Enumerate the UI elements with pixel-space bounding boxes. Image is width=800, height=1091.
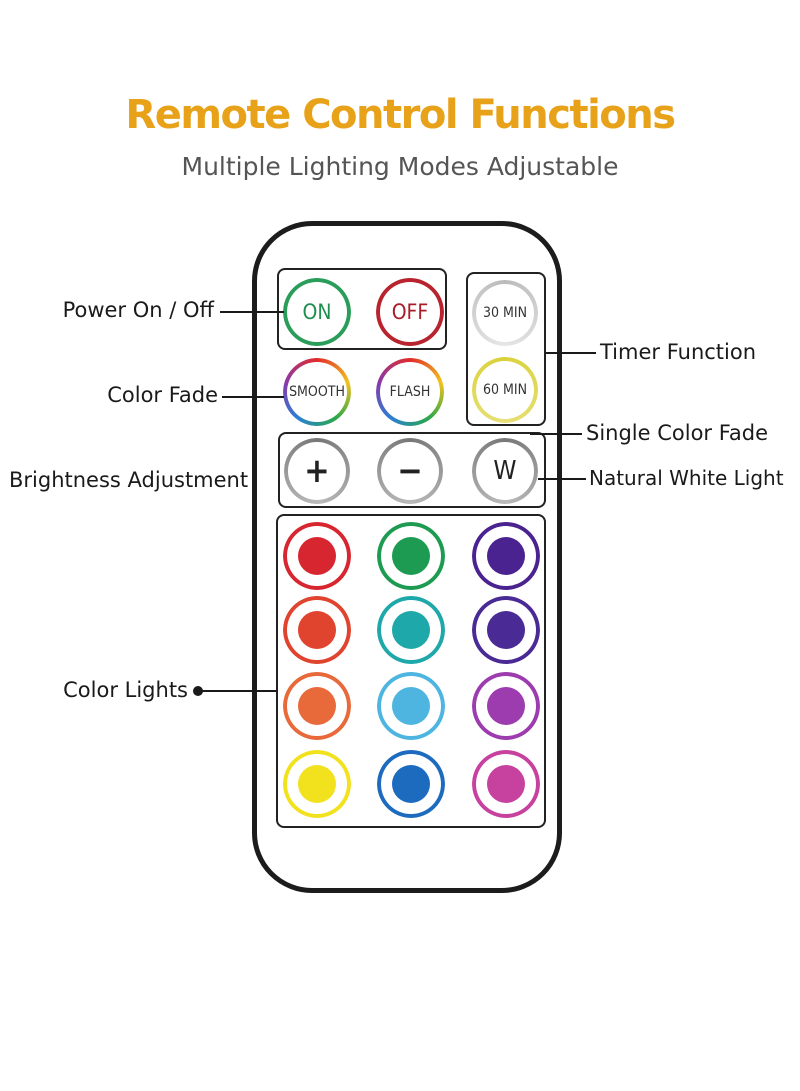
callout-fade: Color Fade bbox=[107, 383, 218, 407]
off-button[interactable]: OFF bbox=[376, 278, 444, 346]
color-swatch bbox=[392, 611, 430, 649]
color-light-button[interactable] bbox=[472, 596, 540, 664]
color-light-button[interactable] bbox=[472, 522, 540, 590]
timer-30-button[interactable]: 30 MIN bbox=[472, 280, 538, 346]
color-swatch bbox=[487, 611, 525, 649]
remote-body bbox=[252, 221, 562, 893]
color-light-button[interactable] bbox=[283, 750, 351, 818]
callout-color-lights-bullet bbox=[193, 686, 203, 696]
callout-fade-line bbox=[222, 396, 284, 398]
color-light-button[interactable] bbox=[377, 596, 445, 664]
color-swatch bbox=[298, 687, 336, 725]
callout-single-fade: Single Color Fade bbox=[586, 421, 769, 445]
on-button[interactable]: ON bbox=[283, 278, 351, 346]
color-light-button[interactable] bbox=[472, 750, 540, 818]
off-label: OFF bbox=[391, 300, 429, 324]
callout-power-line bbox=[220, 311, 284, 313]
color-light-button[interactable] bbox=[377, 672, 445, 740]
color-light-button[interactable] bbox=[472, 672, 540, 740]
color-swatch bbox=[487, 537, 525, 575]
timer-60-label: 60 MIN bbox=[482, 382, 528, 398]
page-title: Remote Control Functions bbox=[125, 92, 676, 138]
flash-button[interactable]: FLASH bbox=[376, 358, 444, 426]
brightness-group bbox=[278, 432, 546, 508]
color-swatch bbox=[392, 765, 430, 803]
color-light-button[interactable] bbox=[283, 672, 351, 740]
color-swatch bbox=[487, 687, 525, 725]
color-swatch bbox=[392, 687, 430, 725]
smooth-label: SMOOTH bbox=[289, 384, 345, 400]
timer-group bbox=[466, 272, 546, 426]
color-lights-group bbox=[276, 514, 546, 828]
callout-natural-white: Natural White Light bbox=[589, 466, 784, 490]
color-light-button[interactable] bbox=[283, 522, 351, 590]
color-light-button[interactable] bbox=[377, 522, 445, 590]
callout-timer-line bbox=[546, 352, 596, 354]
white-label: W bbox=[493, 456, 517, 486]
color-swatch bbox=[392, 537, 430, 575]
flash-label: FLASH bbox=[389, 384, 431, 400]
callout-natural-white-line bbox=[538, 478, 586, 480]
color-swatch bbox=[487, 765, 525, 803]
brightness-up-button[interactable]: + bbox=[284, 438, 350, 504]
callout-color-lights: Color Lights bbox=[63, 678, 188, 702]
callout-single-fade-line bbox=[530, 433, 582, 435]
power-group bbox=[277, 268, 447, 350]
page-subtitle: Multiple Lighting Modes Adjustable bbox=[181, 152, 619, 181]
callout-timer: Timer Function bbox=[600, 340, 757, 364]
color-light-button[interactable] bbox=[283, 596, 351, 664]
callout-power: Power On / Off bbox=[62, 298, 214, 322]
color-light-button[interactable] bbox=[377, 750, 445, 818]
brightness-down-button[interactable]: − bbox=[377, 438, 443, 504]
minus-icon: − bbox=[397, 451, 423, 491]
color-swatch bbox=[298, 537, 336, 575]
on-label: ON bbox=[302, 300, 332, 324]
callout-brightness: Brightness Adjustment bbox=[9, 468, 249, 492]
callout-color-lights-line bbox=[200, 690, 277, 692]
color-swatch bbox=[298, 765, 336, 803]
smooth-button[interactable]: SMOOTH bbox=[283, 358, 351, 426]
white-light-button[interactable]: W bbox=[472, 438, 538, 504]
timer-30-label: 30 MIN bbox=[482, 305, 528, 321]
color-swatch bbox=[298, 611, 336, 649]
timer-60-button[interactable]: 60 MIN bbox=[472, 357, 538, 423]
plus-icon: + bbox=[304, 451, 330, 491]
